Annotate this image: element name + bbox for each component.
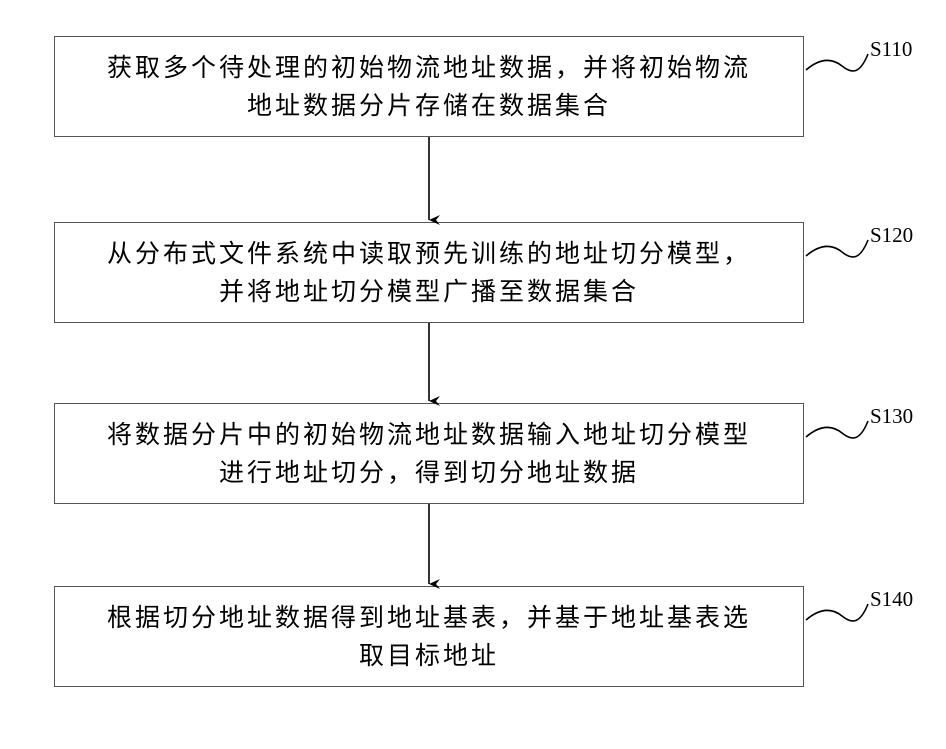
step-label-s130: S130	[870, 404, 913, 428]
leader-squiggle-s110	[806, 54, 868, 71]
leader-squiggle-s120	[806, 240, 868, 257]
step-label-s120: S120	[870, 223, 913, 247]
leader-squiggle-s130	[806, 421, 868, 438]
step-label-s110: S110	[870, 37, 912, 61]
leader-squiggle-s140	[806, 604, 868, 621]
step-label-s140: S140	[870, 587, 913, 611]
